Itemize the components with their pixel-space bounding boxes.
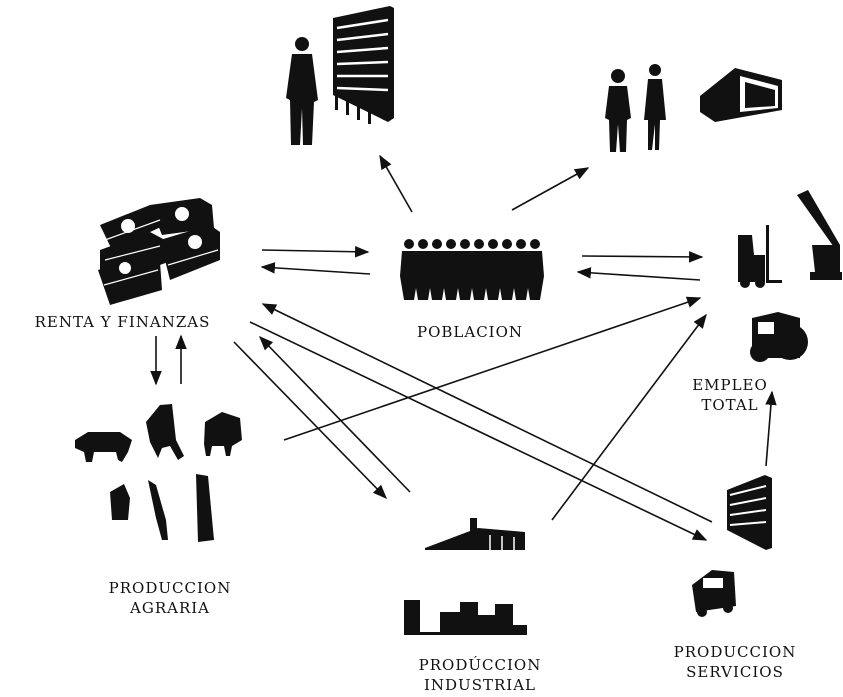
- label-industrial-line1: PRODÚCCION: [418, 656, 542, 674]
- arrow-industrial-to-renta: [258, 335, 411, 493]
- machinery-icon: [738, 190, 842, 362]
- arrow-renta-to-poblacion: [261, 245, 370, 258]
- flow-arrows: [150, 154, 777, 541]
- label-renta: RENTA Y FINANZAS: [34, 313, 211, 331]
- label-poblacion: POBLACION: [416, 323, 524, 341]
- arrow-agraria-to-empleo: [283, 296, 702, 441]
- arrow-renta-to-servicios: [249, 321, 708, 541]
- crowd-icon: [400, 239, 544, 300]
- label-empleo-line1: EMPLEO: [692, 376, 768, 394]
- label-industrial-line2: INDUSTRIAL: [423, 676, 536, 694]
- arrow-poblacion-to-renta: [260, 262, 371, 275]
- arrow-servicios-to-renta: [261, 303, 713, 523]
- arrow-poblacion-to-empleo: [581, 251, 704, 263]
- label-agraria-line1: PRODUCCION: [108, 579, 232, 597]
- farm-animals-icon: [75, 404, 242, 542]
- label-agraria-line2: AGRARIA: [130, 599, 210, 617]
- label-empleo: EMPLEO TOTAL: [670, 375, 790, 415]
- arrow-industrial-to-empleo: [551, 313, 707, 521]
- label-empleo-line2: TOTAL: [701, 396, 759, 414]
- arrow-renta-to-industrial: [233, 341, 388, 500]
- couple-house-icon: [605, 64, 782, 152]
- factory-icon: [404, 518, 527, 635]
- arrow-servicios-to-empleo: [765, 390, 777, 467]
- label-servicios-line1: PRODUCCION: [673, 643, 797, 661]
- arrow-empleo-to-poblacion: [576, 267, 701, 281]
- arrow-poblacion-to-top-right: [511, 167, 590, 211]
- money-bundle-icon: [98, 198, 220, 305]
- label-industrial: PRODÚCCION INDUSTRIAL: [390, 655, 570, 695]
- truck-building-icon: [692, 475, 772, 617]
- label-servicios: PRODUCCION SERVICIOS: [645, 642, 825, 682]
- label-agraria: PRODUCCION AGRARIA: [80, 578, 260, 618]
- label-servicios-line2: SERVICIOS: [686, 663, 784, 681]
- businessman-office-building-icon: [286, 6, 394, 145]
- arrow-poblacion-to-top-left: [379, 154, 413, 213]
